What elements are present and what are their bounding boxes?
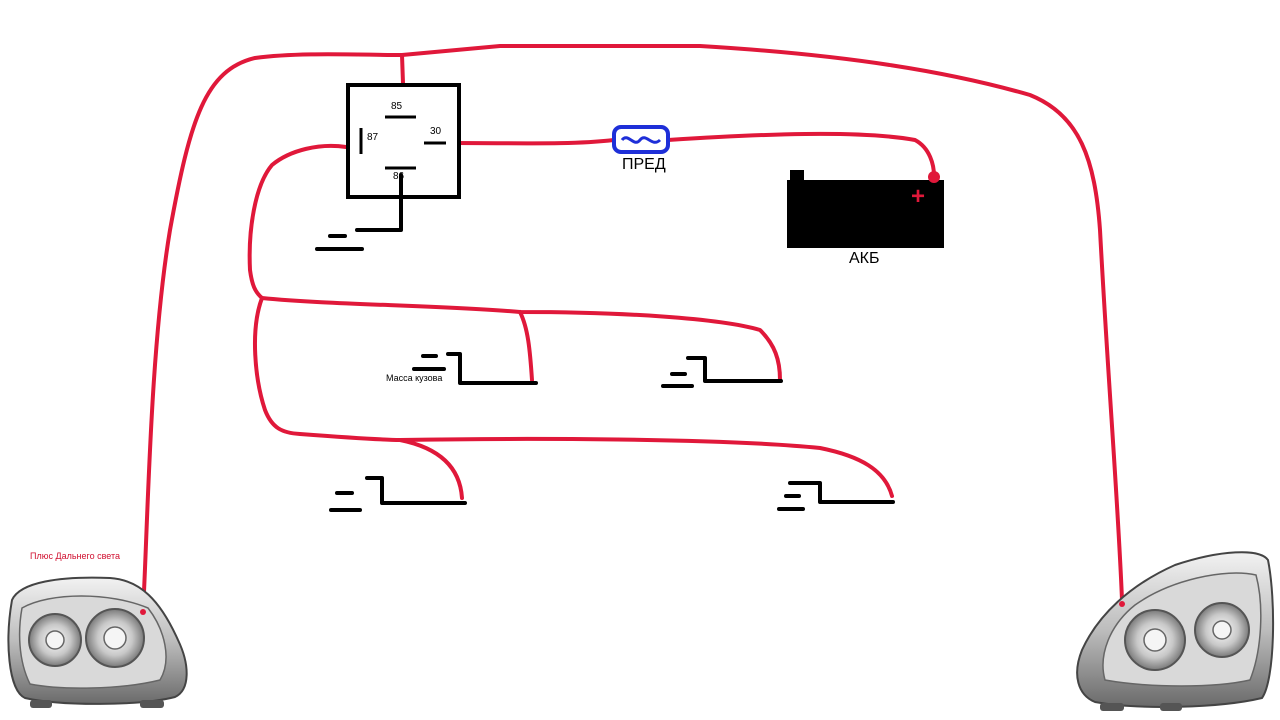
wire-lower-drop-1: [398, 438, 464, 500]
wire-upper-drop-1: [518, 310, 534, 382]
headlight-left-label: Плюс Дальнего света: [30, 551, 120, 561]
ground-label: Масса кузова: [386, 373, 443, 383]
battery-icon: [787, 170, 944, 248]
wire-relay87-out: [247, 143, 348, 300]
wire-left-headlight-feed: [141, 44, 1124, 614]
relay-pin-30-label: 30: [430, 126, 442, 137]
wire-lower-bus: [398, 436, 894, 498]
fuse-label: ПРЕД: [622, 156, 666, 173]
relay-pin-85-label: 85: [391, 101, 403, 112]
relay-pin-87-label: 87: [367, 132, 379, 143]
ground-icon-4: [777, 481, 895, 511]
ground-icon-1: [412, 352, 538, 385]
headlight-icon-right: [1076, 551, 1275, 711]
headlight-icon-left: [7, 576, 188, 708]
fuse-icon: [612, 125, 670, 154]
relay-icon: [346, 83, 461, 199]
wire-left-trunk: [253, 296, 402, 442]
battery-plus-symbol: +: [911, 183, 926, 210]
ground-icon-relay: [315, 173, 403, 251]
wire-upper-bus: [260, 296, 782, 382]
ground-icon-2: [661, 356, 783, 388]
relay-pin-86-label: 86: [393, 171, 405, 182]
battery-label: АКБ: [849, 250, 880, 267]
ground-icon-3: [329, 476, 467, 512]
wire-relay30-to-fuse: [450, 138, 616, 146]
wire-fuse-to-battery: [666, 131, 936, 178]
